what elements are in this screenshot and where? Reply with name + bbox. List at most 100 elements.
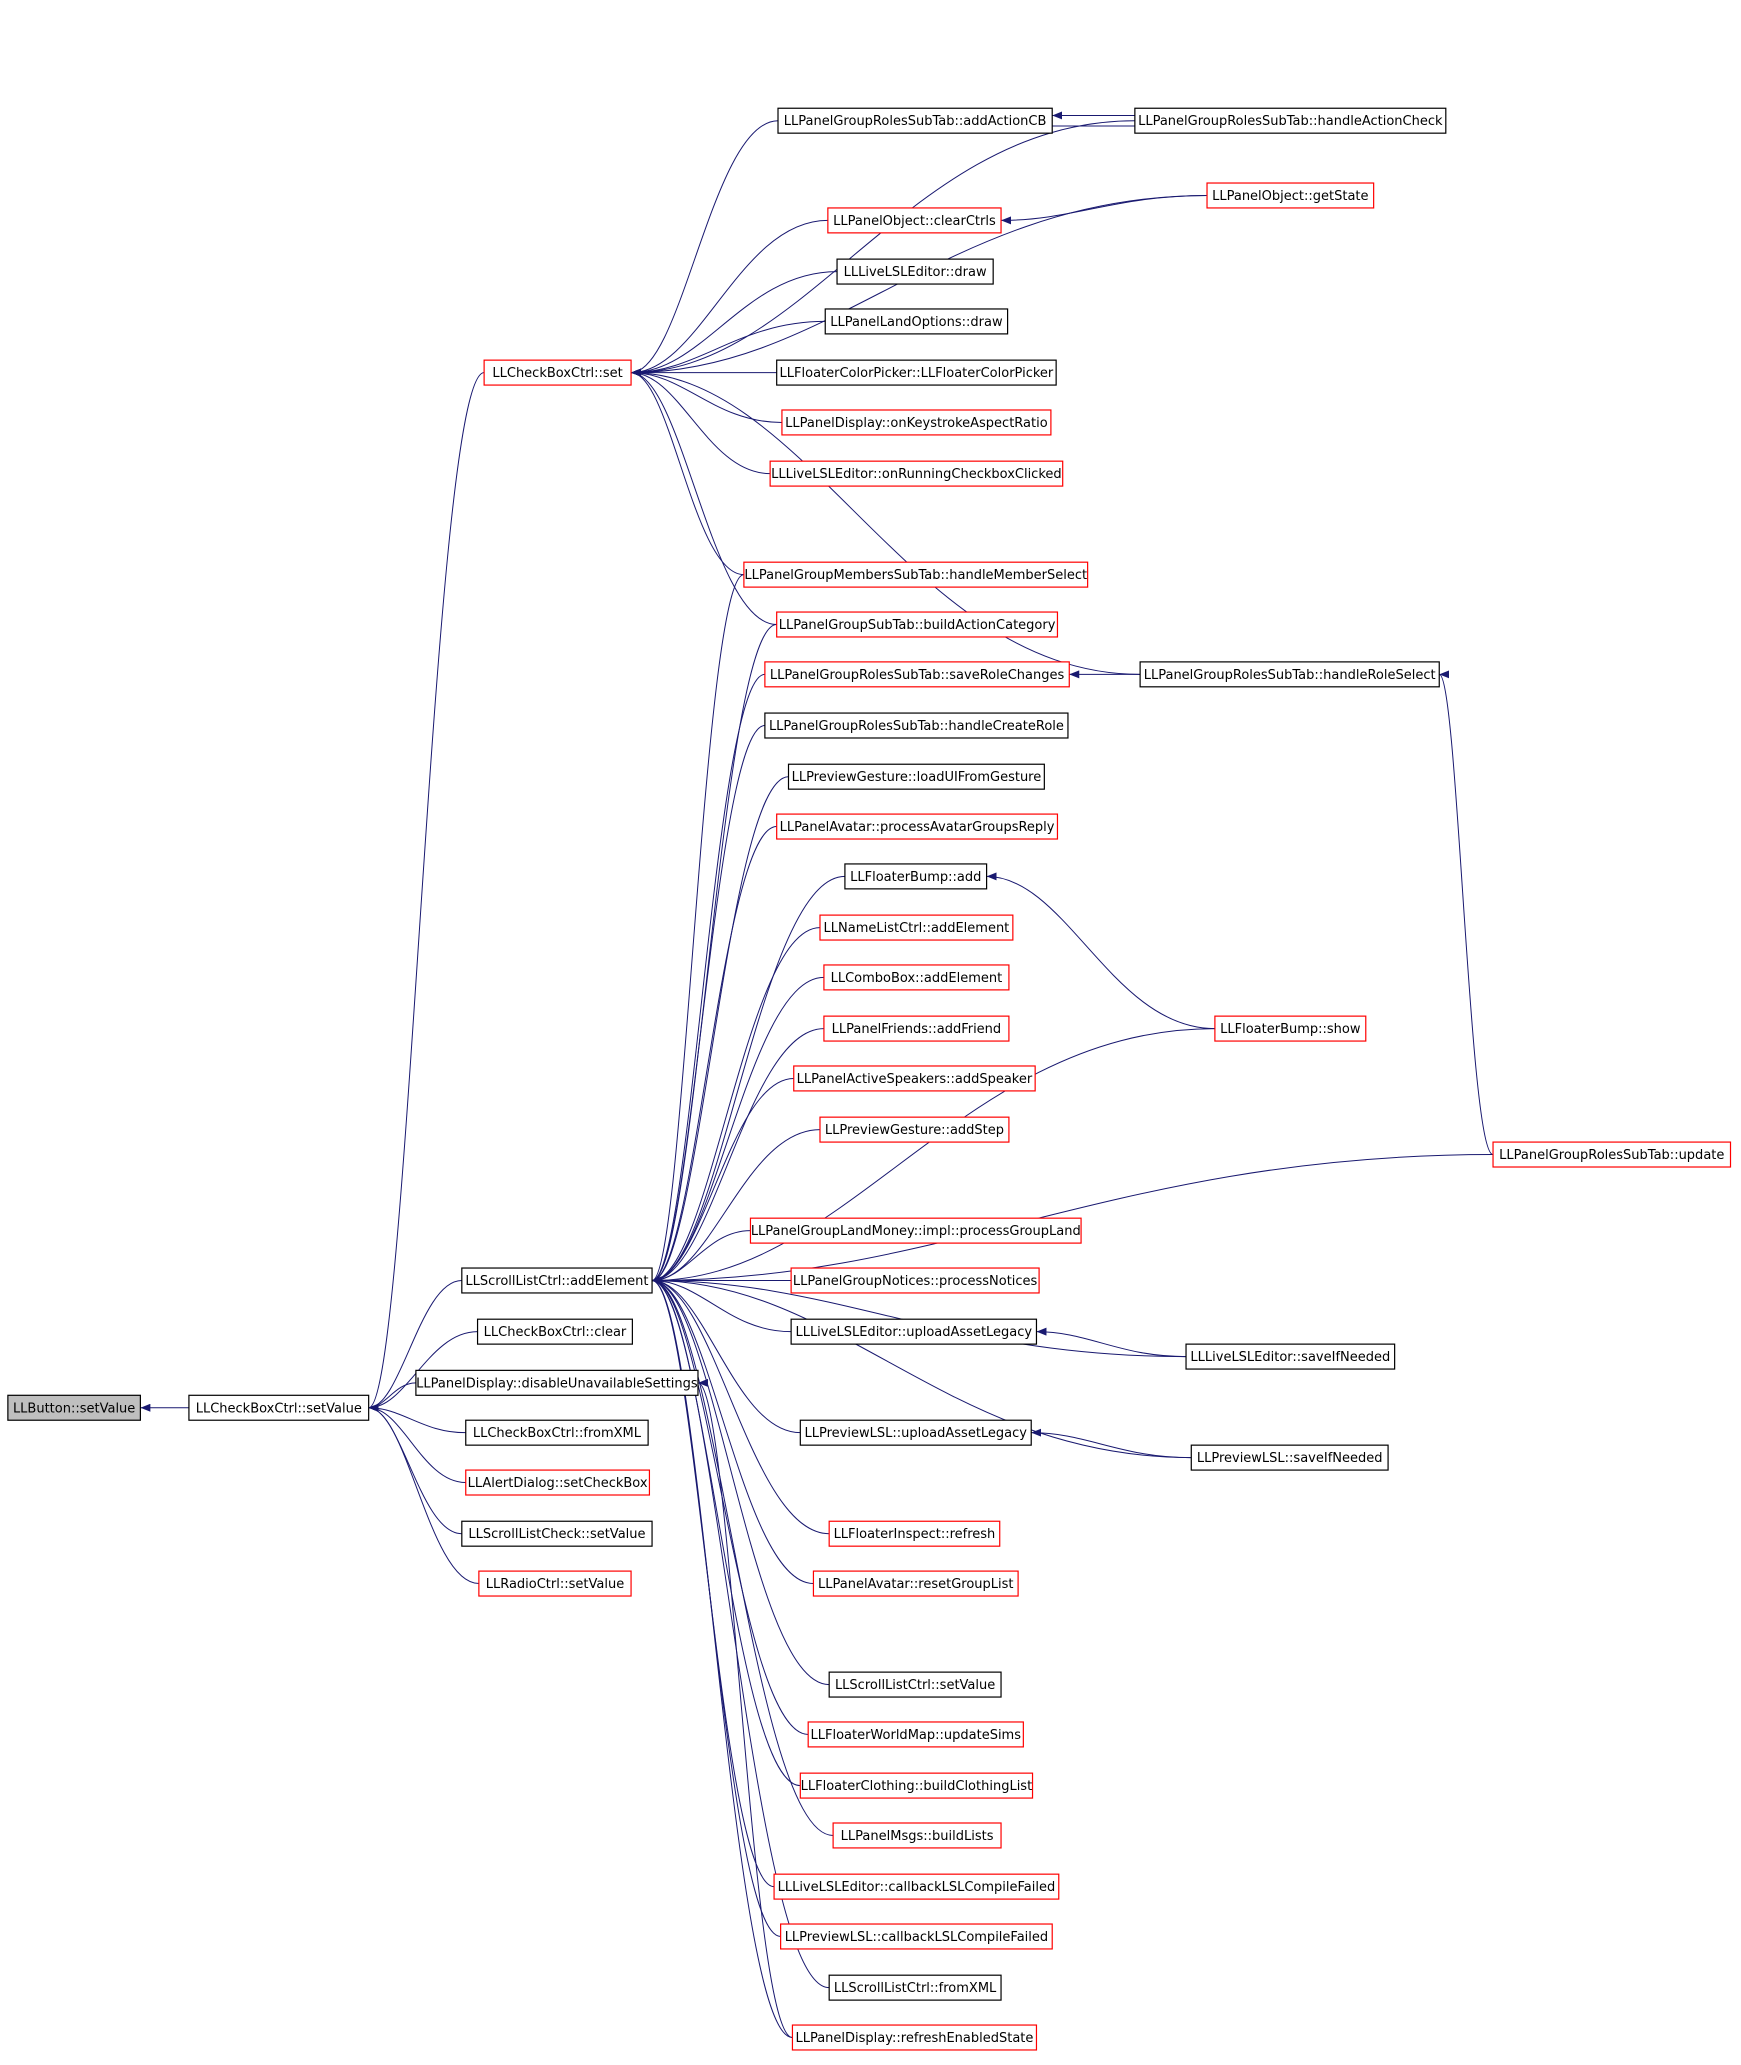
- edge-n48-to-n32: [1036, 1327, 1187, 1358]
- node-llpanelgroupmemberssubtab-handlememberselect[interactable]: LLPanelGroupMembersSubTab::handleMemberS…: [743, 561, 1089, 588]
- node-llpaneldisplay-disableunavailablesettings[interactable]: LLPanelDisplay::disableUnavailableSettin…: [415, 1369, 699, 1396]
- node-llpanelgrouprolessubtab-saverolechanges[interactable]: LLPanelGroupRolesSubTab::saveRoleChanges: [764, 661, 1070, 688]
- node-llscrolllistctrl-addelement[interactable]: LLScrollListCtrl::addElement: [461, 1267, 653, 1294]
- node-label: LLFloaterColorPicker::LLFloaterColorPick…: [780, 366, 1054, 381]
- node-llfloatercolorpicker-llfloatercolorpicker[interactable]: LLFloaterColorPicker::LLFloaterColorPick…: [776, 359, 1057, 386]
- node-llcombobox-addelement[interactable]: LLComboBox::addElement: [823, 964, 1010, 991]
- node-llpreviewlsl-callbacklslcompilefailed[interactable]: LLPreviewLSL::callbackLSLCompileFailed: [780, 1923, 1053, 1950]
- node-box: [780, 1923, 1053, 1950]
- node-llcheckboxctrl-fromxml[interactable]: LLCheckBoxCtrl::fromXML: [465, 1419, 649, 1446]
- node-box: [1492, 1141, 1732, 1168]
- edge-n21-to-n4: [651, 725, 765, 1285]
- node-lllivelsleditor-saveifneeded[interactable]: LLLiveLSLEditor::saveIfNeeded: [1185, 1343, 1396, 1370]
- edge-n10-to-n2: [368, 1403, 479, 1585]
- node-box: [478, 1570, 632, 1597]
- node-llfloaterbump-show[interactable]: LLFloaterBump::show: [1214, 1015, 1367, 1042]
- node-llpreviewgesture-addstep[interactable]: LLPreviewGesture::addStep: [819, 1116, 1010, 1143]
- node-label: LLPanelGroupMembersSubTab::handleMemberS…: [744, 568, 1087, 583]
- node-label: LLNameListCtrl::addElement: [824, 921, 1010, 936]
- node-llpaneldisplay-refreshenabledstate[interactable]: LLPanelDisplay::refreshEnabledState: [791, 2024, 1038, 2051]
- node-label: LLAlertDialog::setCheckBox: [468, 1476, 648, 1491]
- node-label: LLPanelGroupSubTab::buildActionCategory: [779, 618, 1056, 633]
- node-llscrolllistctrl-fromxml[interactable]: LLScrollListCtrl::fromXML: [828, 1974, 1002, 2001]
- node-llcheckboxctrl-setvalue[interactable]: LLCheckBoxCtrl::setValue: [188, 1394, 370, 1421]
- node-box: [836, 258, 994, 285]
- node-llpaneldisplay-onkeystrokeaspectratio[interactable]: LLPanelDisplay::onKeystrokeAspectRatio: [781, 409, 1052, 436]
- node-box: [823, 1015, 1010, 1042]
- node-llfloaterclothing-buildclothinglist[interactable]: LLFloaterClothing::buildClothingList: [799, 1772, 1034, 1799]
- node-label: LLPanelGroupRolesSubTab::update: [1499, 1148, 1724, 1163]
- node-llpanellandoptions-draw[interactable]: LLPanelLandOptions::draw: [824, 308, 1009, 335]
- node-box: [461, 1267, 653, 1294]
- node-llpreviewlsl-uploadassetlegacy[interactable]: LLPreviewLSL::uploadAssetLegacy: [799, 1419, 1032, 1446]
- node-llnamelistctrl-addelement[interactable]: LLNameListCtrl::addElement: [819, 914, 1014, 941]
- edge-n49-to-n33: [1031, 1428, 1192, 1459]
- node-box: [824, 308, 1009, 335]
- node-label: LLPreviewLSL::callbackLSLCompileFailed: [785, 1930, 1048, 1945]
- node-llbutton-setvalue[interactable]: LLButton::setValue: [7, 1394, 141, 1421]
- edge-n22-to-n4: [652, 776, 789, 1285]
- node-llpanelgrouprolessubtab-handlecreaterole[interactable]: LLPanelGroupRolesSubTab::handleCreateRol…: [764, 712, 1069, 739]
- node-llpanelmsgs-buildlists[interactable]: LLPanelMsgs::buildLists: [832, 1822, 1002, 1849]
- node-box: [1134, 107, 1447, 134]
- node-llpanelgrouprolessubtab-handleactioncheck[interactable]: LLPanelGroupRolesSubTab::handleActionChe…: [1134, 107, 1447, 134]
- node-lllivelsleditor-draw[interactable]: LLLiveLSLEditor::draw: [836, 258, 994, 285]
- node-box: [749, 1217, 1082, 1244]
- node-llpanelgrouprolessubtab-update[interactable]: LLPanelGroupRolesSubTab::update: [1492, 1141, 1732, 1168]
- edge-n46-to-n3: [631, 368, 1141, 675]
- node-llpanelgrouprolessubtab-addactioncb[interactable]: LLPanelGroupRolesSubTab::addActionCB: [777, 107, 1053, 134]
- node-llpanelfriends-addfriend[interactable]: LLPanelFriends::addFriend: [823, 1015, 1010, 1042]
- node-label: LLLiveLSLEditor::saveIfNeeded: [1190, 1350, 1390, 1365]
- node-llpanelgrouplandmoney-impl-processgroupland[interactable]: LLPanelGroupLandMoney::impl::processGrou…: [749, 1217, 1082, 1244]
- node-llpreviewlsl-saveifneeded[interactable]: LLPreviewLSL::saveIfNeeded: [1190, 1444, 1389, 1471]
- edge-n49-to-n4: [652, 1276, 1192, 1459]
- node-llpanelavatar-resetgrouplist[interactable]: LLPanelAvatar::resetGroupList: [812, 1570, 1019, 1597]
- node-lllivelsleditor-callbacklslcompilefailed[interactable]: LLLiveLSLEditor::callbackLSLCompileFaile…: [773, 1873, 1060, 1900]
- node-box: [819, 1116, 1010, 1143]
- node-llpanelavatar-processavatargroupsreply[interactable]: LLPanelAvatar::processAvatarGroupsReply: [776, 813, 1059, 840]
- edge-n28-to-n4: [652, 1077, 794, 1285]
- node-llfloaterbump-add[interactable]: LLFloaterBump::add: [844, 863, 988, 890]
- node-box: [823, 964, 1010, 991]
- node-llpanelgrouprolessubtab-handleroleselect[interactable]: LLPanelGroupRolesSubTab::handleRoleSelec…: [1139, 661, 1440, 688]
- node-box: [1185, 1343, 1396, 1370]
- node-box: [465, 1419, 649, 1446]
- node-llpanelgroupnotices-processnotices[interactable]: LLPanelGroupNotices::processNotices: [790, 1267, 1040, 1294]
- node-llalertdialog-setcheckbox[interactable]: LLAlertDialog::setCheckBox: [465, 1469, 651, 1496]
- node-box: [787, 763, 1045, 790]
- edge-n25-to-n4: [652, 927, 820, 1285]
- node-box: [461, 1520, 653, 1547]
- node-lllivelsleditor-onrunningcheckboxclicked[interactable]: LLLiveLSLEditor::onRunningCheckboxClicke…: [769, 460, 1064, 487]
- node-llpanelgroupsubtab-buildactioncategory[interactable]: LLPanelGroupSubTab::buildActionCategory: [776, 611, 1059, 638]
- node-label: LLCheckBoxCtrl::fromXML: [473, 1426, 642, 1441]
- node-llpanelobject-clearctrls[interactable]: LLPanelObject::clearCtrls: [827, 207, 1002, 234]
- node-llcheckboxctrl-set[interactable]: LLCheckBoxCtrl::set: [483, 359, 632, 386]
- node-label: LLPanelActiveSpeakers::addSpeaker: [797, 1072, 1033, 1087]
- node-label: LLPanelGroupRolesSubTab::handleActionChe…: [1138, 114, 1443, 129]
- node-llfloaterinspect-refresh[interactable]: LLFloaterInspect::refresh: [828, 1520, 1001, 1547]
- edge-n47-to-n4: [652, 1028, 1215, 1285]
- node-llcheckboxctrl-clear[interactable]: LLCheckBoxCtrl::clear: [476, 1318, 633, 1345]
- node-llfloaterworldmap-updatesims[interactable]: LLFloaterWorldMap::updateSims: [807, 1721, 1024, 1748]
- node-llradioctrl-setvalue[interactable]: LLRadioCtrl::setValue: [478, 1570, 632, 1597]
- edge-n39-to-n4: [652, 1276, 834, 1836]
- node-box: [827, 207, 1002, 234]
- node-lllivelsleditor-uploadassetlegacy[interactable]: LLLiveLSLEditor::uploadAssetLegacy: [790, 1318, 1038, 1345]
- node-label: LLLiveLSLEditor::onRunningCheckboxClicke…: [771, 467, 1062, 482]
- node-label: LLPanelGroupRolesSubTab::handleRoleSelec…: [1144, 668, 1436, 683]
- node-llpreviewgesture-loaduifromgesture[interactable]: LLPreviewGesture::loadUIFromGesture: [787, 763, 1045, 790]
- edge-n27-to-n4: [652, 1028, 824, 1285]
- node-label: LLLiveLSLEditor::draw: [844, 265, 987, 280]
- edge-n18-to-n4: [651, 574, 745, 1285]
- node-llpanelactivespeakers-addspeaker[interactable]: LLPanelActiveSpeakers::addSpeaker: [793, 1065, 1036, 1092]
- node-llscrolllistcheck-setvalue[interactable]: LLScrollListCheck::setValue: [461, 1520, 653, 1547]
- node-llscrolllistctrl-setvalue[interactable]: LLScrollListCtrl::setValue: [828, 1671, 1002, 1698]
- edge-n50-to-n46: [1438, 670, 1494, 1156]
- node-label: LLPanelObject::clearCtrls: [833, 214, 996, 229]
- edge-n14-to-n3: [631, 320, 826, 377]
- node-box: [844, 863, 988, 890]
- node-llpanelobject-getstate[interactable]: LLPanelObject::getState: [1206, 182, 1375, 209]
- node-label: LLLiveLSLEditor::callbackLSLCompileFaile…: [778, 1880, 1056, 1895]
- node-label: LLScrollListCtrl::addElement: [465, 1274, 648, 1289]
- node-label: LLScrollListCtrl::setValue: [835, 1678, 995, 1693]
